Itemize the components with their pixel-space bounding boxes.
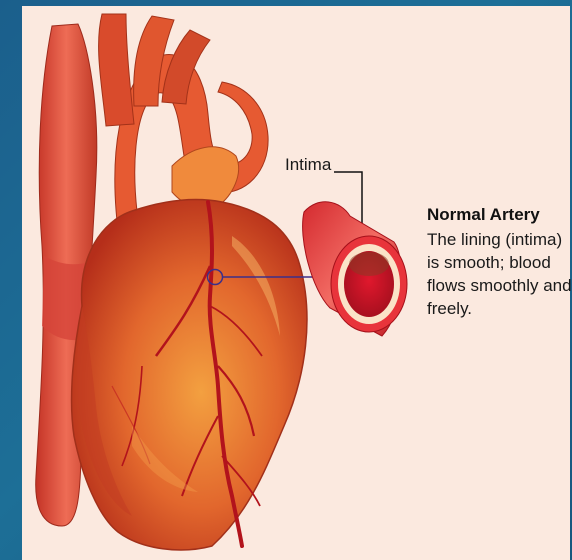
caption-text: The lining (intima) is smooth; blood flo… bbox=[427, 228, 572, 320]
heart-body bbox=[72, 199, 307, 550]
artery-cross-section-icon bbox=[303, 202, 407, 336]
brachiocephalic-branch bbox=[99, 14, 134, 126]
caption-title: Normal Artery bbox=[427, 204, 572, 226]
caption-block: Normal Artery The lining (intima) is smo… bbox=[427, 204, 572, 320]
intima-label: Intima bbox=[285, 154, 331, 176]
diagram-panel: Intima Normal Artery The lining (intima)… bbox=[22, 6, 570, 560]
